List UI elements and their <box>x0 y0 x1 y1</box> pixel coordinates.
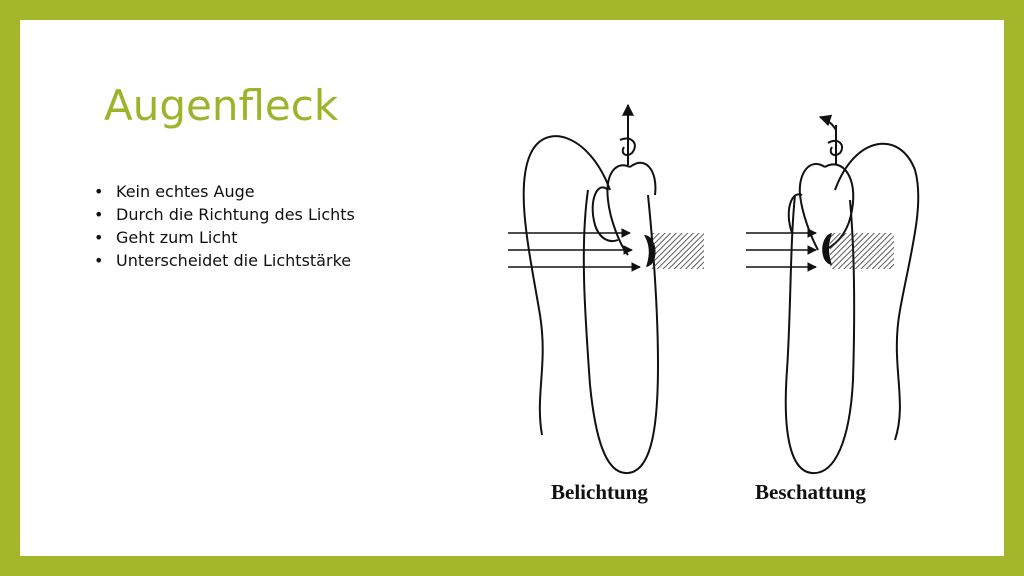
cell-body-outline <box>582 189 660 475</box>
bullet-item: Geht zum Licht <box>92 226 355 249</box>
bullet-item: Unterscheidet die Lichtstärke <box>92 249 355 272</box>
bullet-item: Kein echtes Auge <box>92 180 355 203</box>
flagellum-outline <box>834 142 920 441</box>
shadow-region <box>652 233 704 269</box>
light-rays <box>508 228 641 272</box>
direction-arrow <box>818 114 837 131</box>
shadow-region <box>830 233 894 269</box>
eyespot-icon <box>644 235 656 267</box>
label-belichtung: Belichtung <box>551 480 648 504</box>
bullet-item: Durch die Richtung des Lichts <box>92 203 355 226</box>
euglena-eyespot-diagram <box>508 103 920 475</box>
cell-body-outline <box>784 194 856 475</box>
flagellum-outline <box>522 135 611 436</box>
slide-canvas: Augenfleck Kein echtes Auge Durch die Ri… <box>20 20 1004 556</box>
reservoir-outline <box>606 164 631 256</box>
label-beschattung: Beschattung <box>755 480 866 504</box>
bullet-list: Kein echtes Auge Durch die Richtung des … <box>92 180 355 272</box>
slide-title: Augenfleck <box>104 81 339 130</box>
eyespot-icon <box>822 233 832 265</box>
cell-exposed <box>522 103 660 475</box>
cell-shaded <box>784 114 920 475</box>
light-rays <box>746 228 817 272</box>
